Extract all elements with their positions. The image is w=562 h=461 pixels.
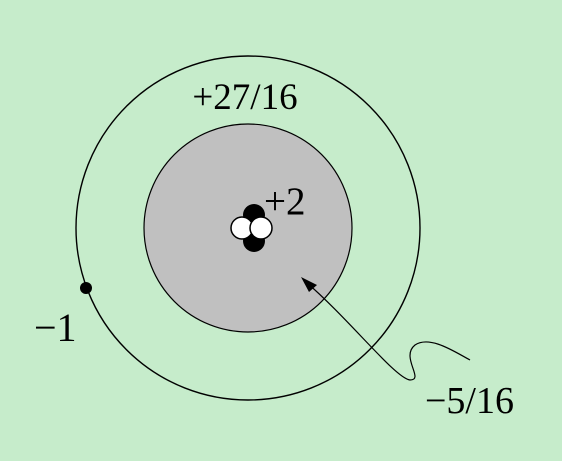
outer-orbit-circle [75,55,421,401]
nucleus [230,204,273,252]
electron-dot [80,282,92,294]
arrowhead-icon [301,277,317,292]
electron-charge-label: −1 [34,305,77,350]
inner-screening-cloud-outline [143,123,353,333]
screening-charge-label: −5/16 [425,380,514,422]
outer-shell-charge-label: +27/16 [192,77,297,118]
nucleus-charge-label: +2 [264,180,306,223]
screening-arrow-line [305,281,471,381]
neutron-right [249,216,273,240]
